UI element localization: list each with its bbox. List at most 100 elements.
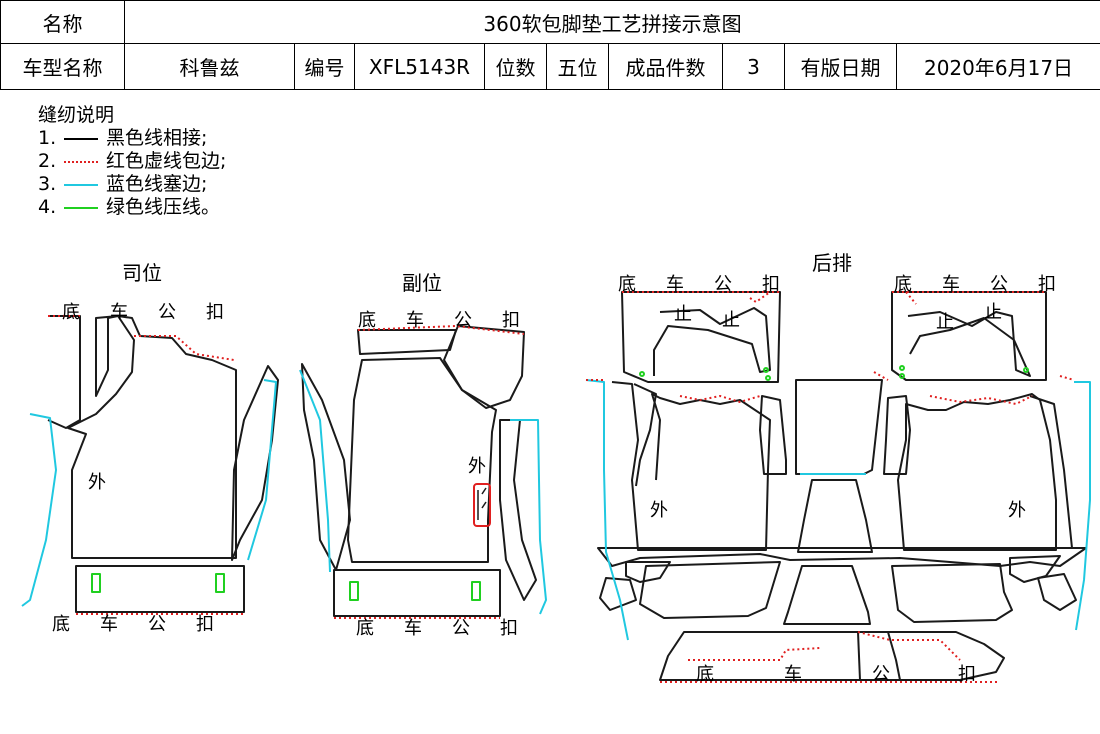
seats-label: 位数 bbox=[484, 43, 547, 90]
driver-right-strip bbox=[231, 365, 279, 561]
pattern-drawing: 司位 底 车 公 扣 外 底 车 公 扣 副位 底 车 公 扣 外 底 车 公 … bbox=[21, 251, 1091, 685]
rear-green-dot-1 bbox=[639, 371, 645, 377]
driver-pattern bbox=[21, 315, 279, 615]
name-label: 名称 bbox=[0, 0, 125, 44]
driver-bottom-4: 扣 bbox=[196, 614, 214, 635]
rear-lower-bar bbox=[597, 547, 1087, 567]
rear-stop-right-2: 止 bbox=[984, 302, 1002, 323]
rear-left-top-1: 底 bbox=[618, 274, 636, 295]
rear-outer-right: 外 bbox=[1008, 500, 1026, 521]
passenger-title: 副位 bbox=[402, 271, 442, 295]
blue-line-swatch bbox=[64, 183, 98, 186]
passenger-top-1: 底 bbox=[358, 310, 376, 331]
driver-top-2: 车 bbox=[110, 302, 128, 323]
passenger-top-3: 公 bbox=[454, 310, 472, 331]
green-line-swatch bbox=[64, 206, 98, 209]
rear-right-upper-inner bbox=[907, 311, 1031, 377]
passenger-top-4: 扣 bbox=[502, 310, 520, 331]
rear-center-lower bbox=[797, 479, 873, 553]
rear-bottom-right bbox=[857, 631, 1005, 681]
rear-left-top-2: 车 bbox=[666, 274, 684, 295]
driver-green-mark-right bbox=[215, 573, 225, 593]
passenger-bottom-1: 底 bbox=[356, 618, 374, 639]
legend-title: 缝纫说明 bbox=[38, 104, 115, 126]
rear-red-mid-right bbox=[929, 395, 1033, 405]
seats-value: 五位 bbox=[546, 43, 609, 90]
driver-top-4: 扣 bbox=[206, 302, 224, 323]
rear-blue-right bbox=[1074, 381, 1091, 631]
drawing-labels: 司位 底 车 公 扣 外 底 车 公 扣 副位 底 车 公 扣 外 底 车 公 … bbox=[52, 251, 1056, 685]
sewing-legend: 缝纫说明 1. 黑色线相接; 2. 红色虚线包边; 3. 蓝色线塞边; 4. 绿… bbox=[38, 104, 226, 219]
rear-right-big bbox=[897, 393, 1057, 551]
rear-lower-center-block bbox=[783, 565, 871, 625]
rear-lower-left-block bbox=[639, 561, 781, 619]
rear-green-dot-3 bbox=[765, 375, 771, 381]
rear-green-dot-6 bbox=[1023, 367, 1029, 373]
page-title: 360软包脚垫工艺拼接示意图 bbox=[123, 0, 1100, 44]
header-table: 名称 360软包脚垫工艺拼接示意图 车型名称 科鲁兹 编号 XFL5143R 位… bbox=[0, 0, 1100, 90]
driver-left-strip bbox=[47, 315, 81, 429]
passenger-side-piece bbox=[443, 325, 525, 409]
rear-right-corner bbox=[1037, 573, 1077, 611]
rear-bottom-4: 扣 bbox=[958, 664, 976, 685]
rear-red-bottom bbox=[688, 631, 961, 661]
driver-heel-pad bbox=[75, 565, 245, 613]
driver-top-1: 底 bbox=[62, 302, 80, 323]
rear-left-top-3: 公 bbox=[714, 274, 732, 295]
passenger-blue-left bbox=[299, 369, 331, 573]
model-value: 科鲁兹 bbox=[124, 43, 295, 90]
passenger-bottom-2: 车 bbox=[404, 618, 422, 639]
legend-item-4: 4. 绿色线压线。 bbox=[38, 196, 221, 218]
rear-right-top-3: 公 bbox=[990, 274, 1008, 295]
rear-mid-left-post bbox=[759, 395, 787, 475]
passenger-bottom-4: 扣 bbox=[500, 618, 518, 639]
rear-lower-left-piece bbox=[625, 561, 671, 583]
rear-stop-left-1: 止 bbox=[674, 304, 692, 325]
passenger-top-strip bbox=[357, 329, 457, 355]
rear-bottom-2: 车 bbox=[784, 664, 802, 685]
passenger-blue-right bbox=[510, 419, 547, 615]
driver-bottom-3: 公 bbox=[148, 614, 166, 635]
rear-title: 后排 bbox=[812, 251, 852, 275]
rear-lower-right-piece bbox=[1009, 555, 1061, 583]
rear-outer-left: 外 bbox=[650, 500, 668, 521]
rear-blue-left bbox=[585, 379, 629, 641]
rear-right-top-1: 底 bbox=[894, 274, 912, 295]
passenger-green-mark-left bbox=[349, 581, 359, 601]
passenger-top-2: 车 bbox=[406, 310, 424, 331]
driver-red-top bbox=[48, 315, 235, 361]
rear-stop-right-1: 止 bbox=[936, 312, 954, 333]
passenger-heel-pad bbox=[333, 569, 501, 617]
rear-right-top-4: 扣 bbox=[1038, 274, 1056, 295]
date-value: 2020年6月17日 bbox=[895, 43, 1100, 90]
driver-blue-left bbox=[21, 413, 57, 607]
passenger-right-strip bbox=[499, 419, 537, 601]
rear-left-big bbox=[611, 381, 771, 551]
rear-red-sides bbox=[586, 371, 1075, 381]
rear-red-mid-left bbox=[679, 395, 761, 403]
rear-green-dot-2 bbox=[763, 367, 769, 373]
passenger-bottom-3: 公 bbox=[452, 618, 470, 639]
rear-bottom-1: 底 bbox=[696, 664, 714, 685]
passenger-pattern bbox=[299, 325, 547, 619]
passenger-clip-lines bbox=[477, 487, 487, 520]
rear-left-tunnel bbox=[633, 383, 657, 487]
code-label: 编号 bbox=[294, 43, 355, 90]
model-label: 车型名称 bbox=[0, 43, 125, 90]
driver-main-panel bbox=[67, 315, 237, 559]
driver-green-mark-left bbox=[91, 573, 101, 593]
rear-right-upper bbox=[891, 291, 1047, 381]
rear-mid-right-post bbox=[883, 395, 911, 475]
legend-item-1: 1. 黑色线相接; bbox=[38, 127, 208, 149]
passenger-green-mark-right bbox=[471, 581, 481, 601]
red-dotted-swatch bbox=[64, 160, 98, 163]
driver-bottom-1: 底 bbox=[52, 614, 70, 635]
rear-left-top-4: 扣 bbox=[762, 274, 780, 295]
passenger-clip-box bbox=[473, 483, 491, 527]
rear-left-upper-inner bbox=[653, 307, 771, 376]
driver-blue-right bbox=[247, 379, 277, 561]
legend-item-3: 3. 蓝色线塞边; bbox=[38, 173, 208, 195]
rear-stop-left-2: 止 bbox=[722, 310, 740, 331]
rear-green-dot-5 bbox=[899, 373, 905, 379]
black-line-swatch bbox=[64, 137, 98, 140]
